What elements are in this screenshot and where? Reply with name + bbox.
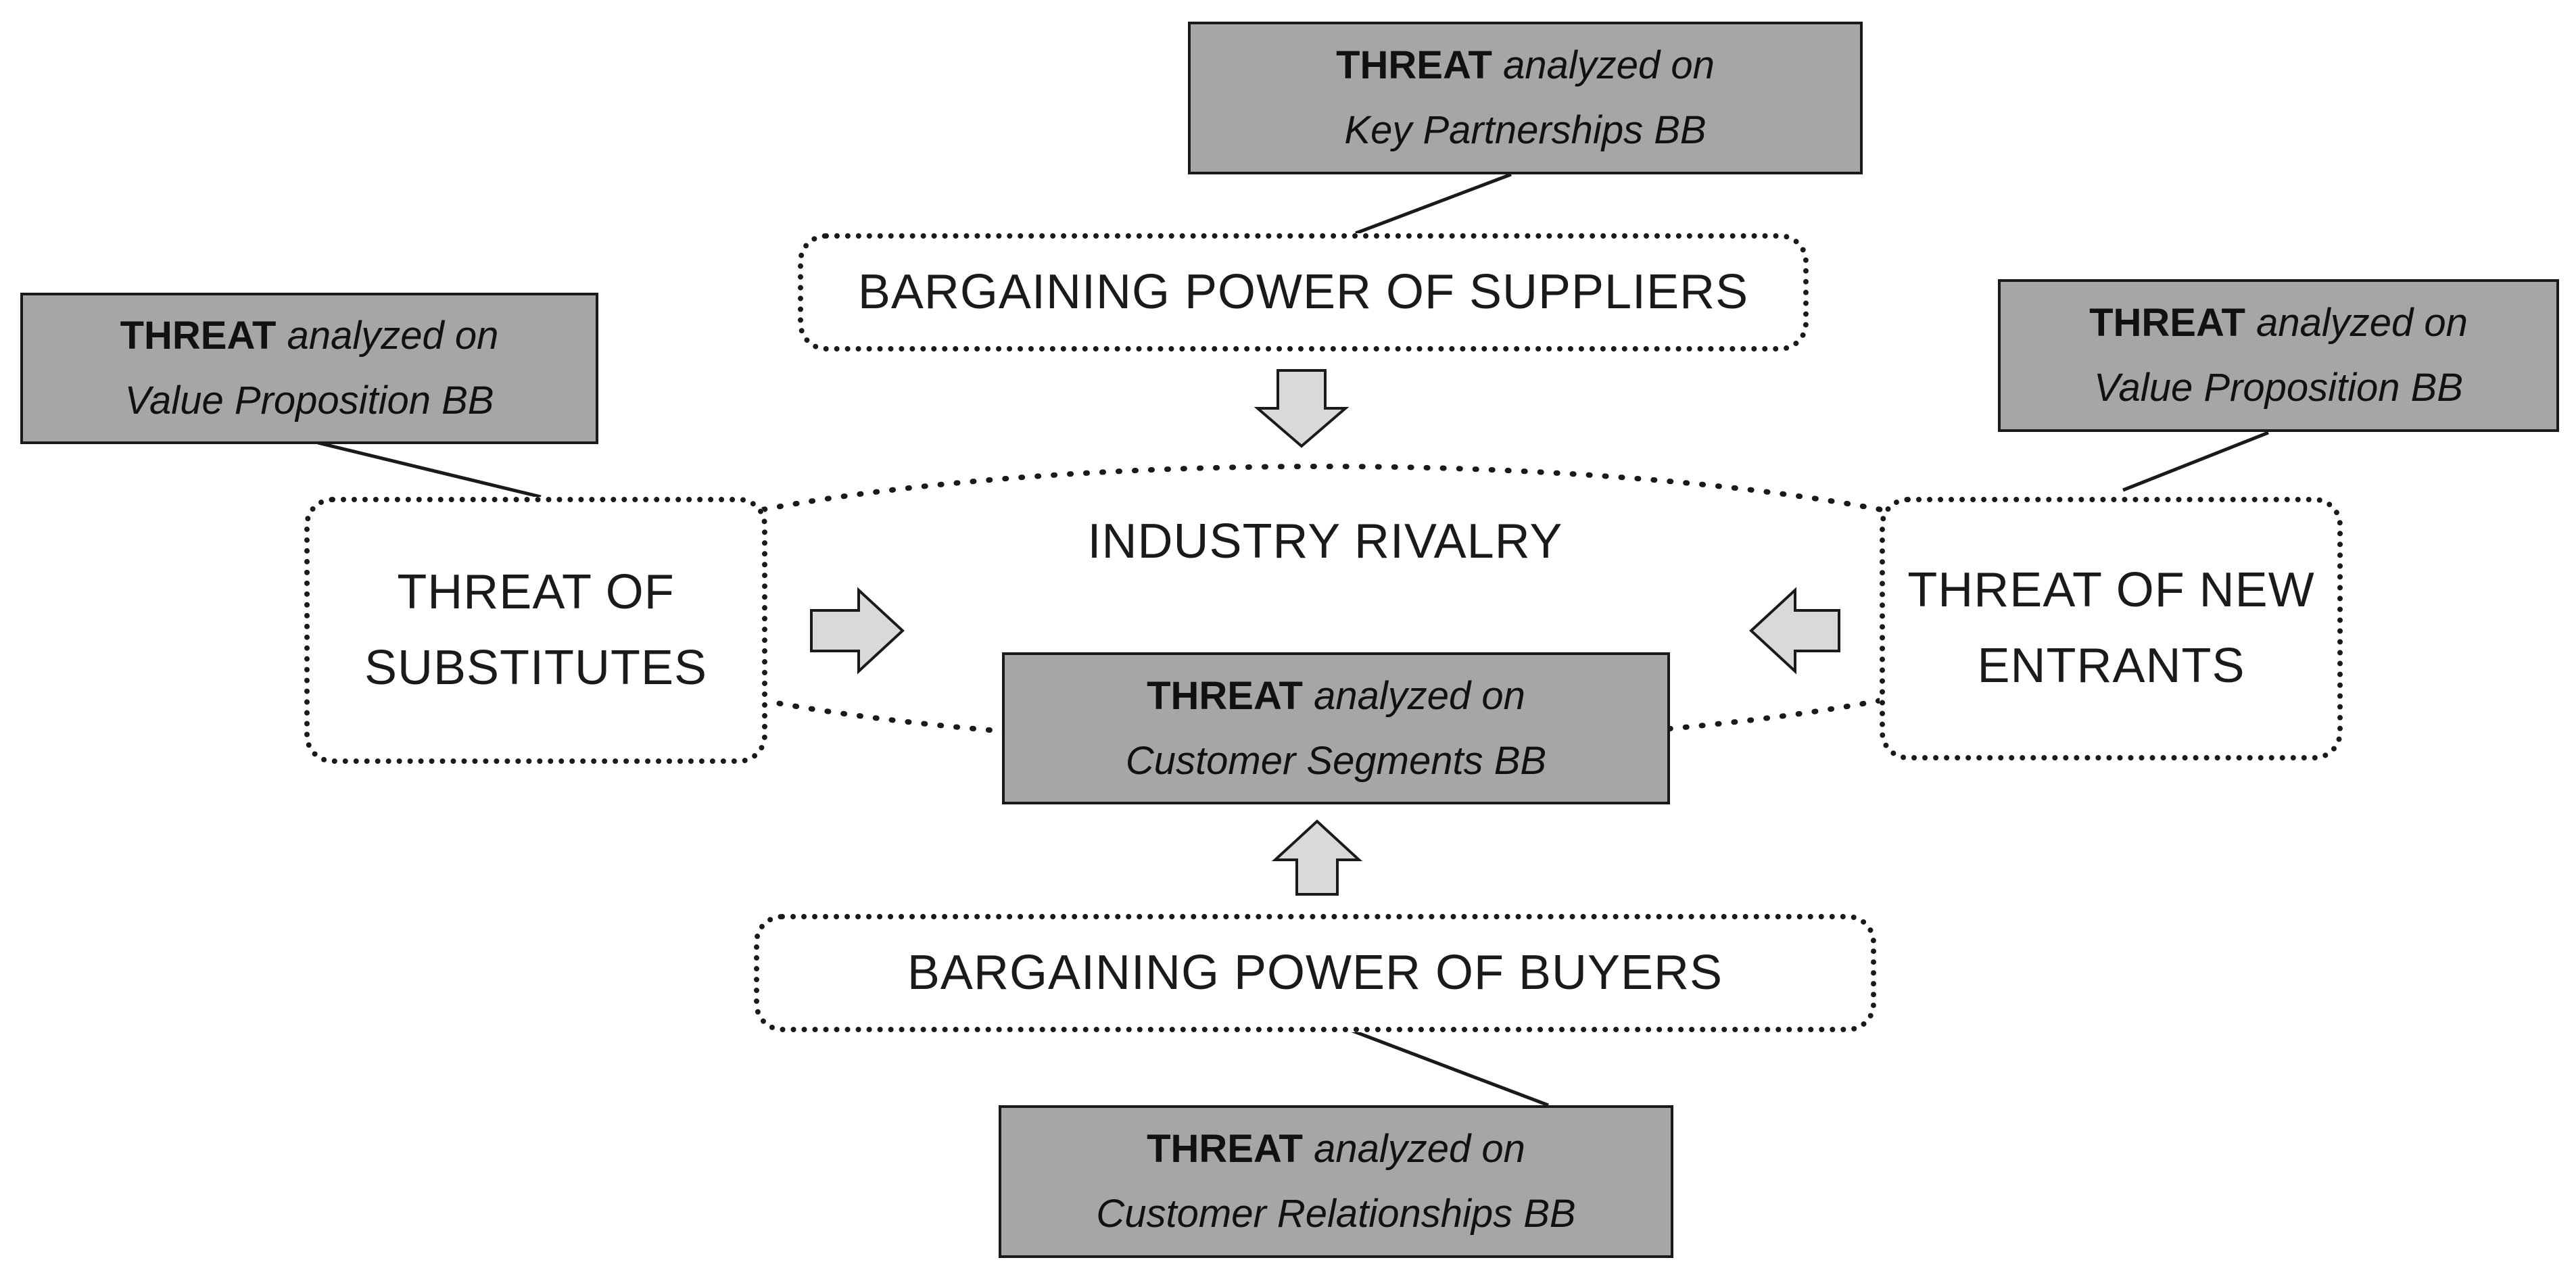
force-new-entrants-label: THREAT OF NEW ENTRANTS <box>1907 553 2314 704</box>
industry-rivalry-label: INDUSTRY RIVALRY <box>1087 514 1563 568</box>
threat-rivalry-target: Customer Segments BB <box>1125 738 1547 783</box>
connector-buyers <box>1348 1027 1549 1107</box>
threat-buyers-line-1: THREAT analyzed on <box>1147 1117 1525 1182</box>
threat-prefix: THREAT <box>120 314 277 358</box>
threat-verb: analyzed on <box>287 314 499 358</box>
threat-substitutes-target: Value Proposition BB <box>124 379 494 422</box>
connector-substitutes <box>317 441 542 499</box>
threat-prefix: THREAT <box>1147 673 1303 718</box>
force-buyers-label: BARGAINING POWER OF BUYERS <box>907 945 1723 1000</box>
arrow-down-icon <box>1254 369 1350 448</box>
force-buyers-box: BARGAINING POWER OF BUYERS <box>754 914 1876 1032</box>
threat-prefix: THREAT <box>2089 301 2245 345</box>
force-suppliers-label: BARGAINING POWER OF SUPPLIERS <box>857 264 1749 319</box>
force-suppliers-box: BARGAINING POWER OF SUPPLIERS <box>798 233 1809 352</box>
threat-verb: analyzed on <box>1314 1127 1525 1171</box>
threat-verb: analyzed on <box>1503 43 1715 88</box>
arrow-left-icon <box>1749 587 1840 675</box>
threat-prefix: THREAT <box>1336 43 1492 88</box>
arrow-up-icon <box>1271 819 1363 896</box>
force-new-entrants-line-2: ENTRANTS <box>1977 639 2245 693</box>
threat-new-entrants-line-1: THREAT analyzed on <box>2089 291 2468 356</box>
threat-rivalry-box: THREAT analyzed on Customer Segments BB <box>1002 652 1670 804</box>
threat-verb: analyzed on <box>2256 301 2468 345</box>
force-substitutes-label: THREAT OF SUBSTITUTES <box>364 555 707 706</box>
threat-rivalry-line-1: THREAT analyzed on <box>1147 664 1525 729</box>
connector-new-entrants <box>2122 431 2269 492</box>
force-new-entrants-line-1: THREAT OF NEW <box>1907 563 2315 618</box>
threat-suppliers-box: THREAT analyzed on Key Partnerships BB <box>1188 22 1863 174</box>
force-new-entrants-box: THREAT OF NEW ENTRANTS <box>1880 497 2343 760</box>
threat-suppliers-line-1: THREAT analyzed on <box>1336 33 1715 98</box>
arrow-right-icon <box>810 587 905 675</box>
threat-new-entrants-target: Value Proposition BB <box>2094 366 2463 410</box>
threat-buyers-box: THREAT analyzed on Customer Relationship… <box>999 1105 1673 1258</box>
threat-prefix: THREAT <box>1147 1127 1303 1171</box>
threat-buyers-target: Customer Relationships BB <box>1096 1192 1576 1236</box>
force-substitutes-line-2: SUBSTITUTES <box>364 640 708 695</box>
threat-substitutes-line-1: THREAT analyzed on <box>120 304 499 368</box>
connector-suppliers <box>1355 172 1512 235</box>
threat-substitutes-box: THREAT analyzed on Value Proposition BB <box>20 293 598 444</box>
threat-suppliers-target: Key Partnerships BB <box>1344 108 1707 152</box>
threat-new-entrants-box: THREAT analyzed on Value Proposition BB <box>1998 279 2559 432</box>
force-substitutes-line-1: THREAT OF <box>397 564 675 619</box>
threat-verb: analyzed on <box>1314 673 1525 718</box>
force-substitutes-box: THREAT OF SUBSTITUTES <box>304 497 767 764</box>
